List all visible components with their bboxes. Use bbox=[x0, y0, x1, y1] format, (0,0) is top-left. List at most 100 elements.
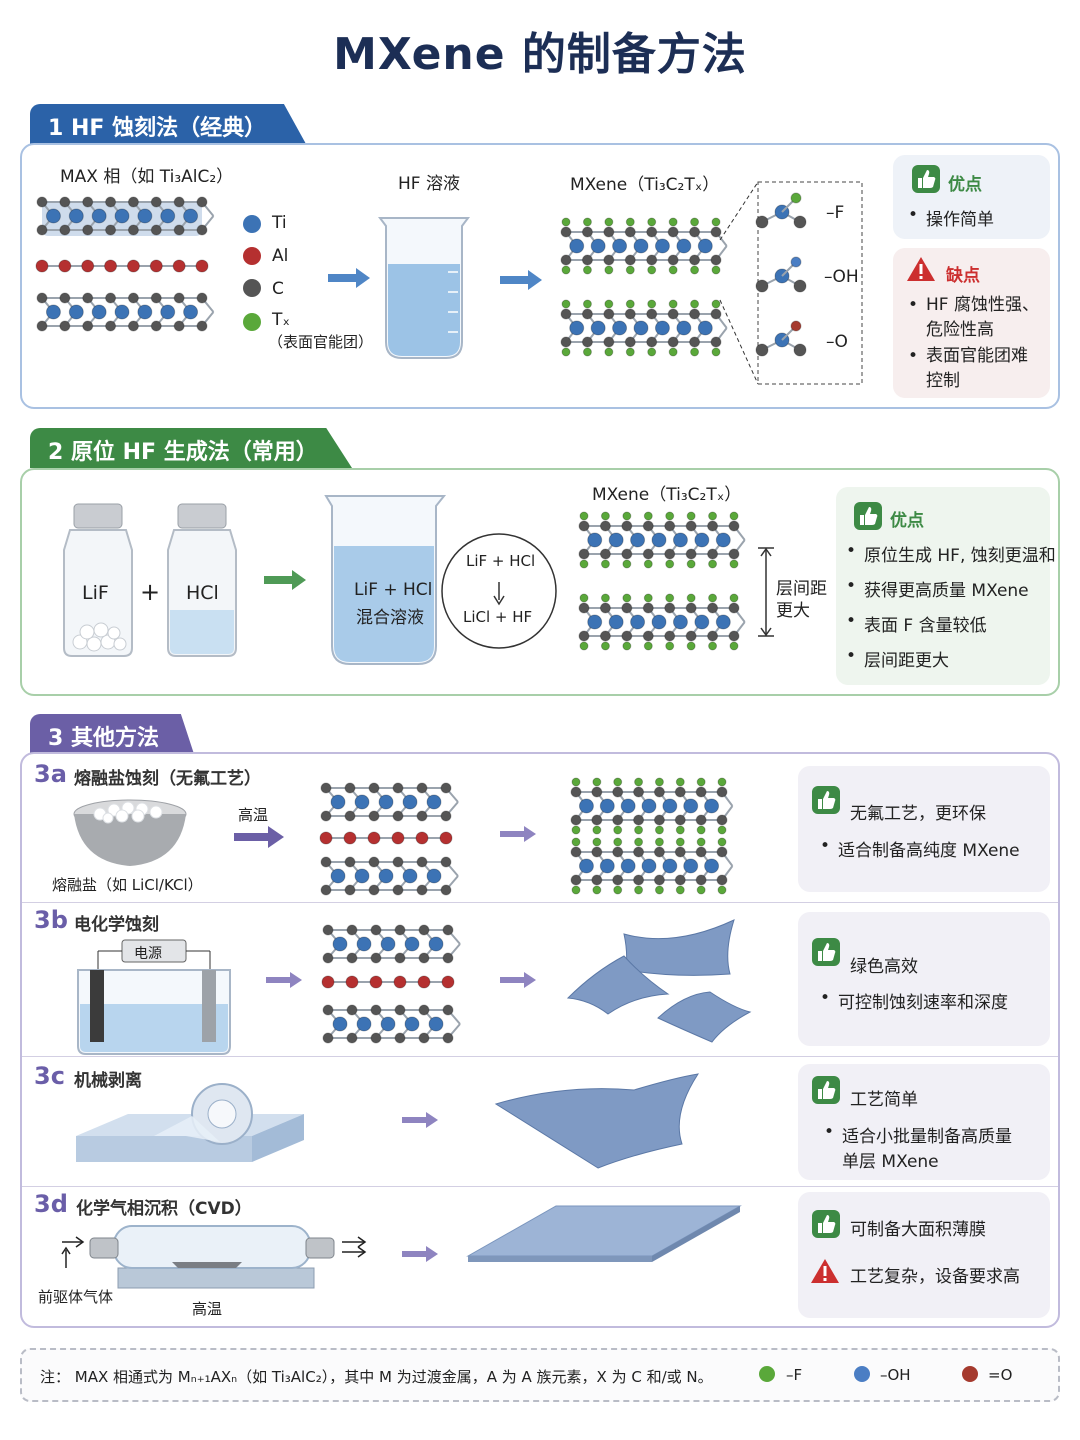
al-atom bbox=[172, 259, 186, 273]
tx-atom bbox=[561, 265, 571, 275]
ti-atom bbox=[356, 1016, 372, 1032]
c-atom bbox=[173, 320, 185, 332]
c-atom bbox=[707, 548, 719, 560]
c-atom bbox=[674, 786, 686, 798]
c-atom bbox=[320, 856, 332, 868]
ti-atom bbox=[697, 320, 713, 336]
footnote-legend-f: –F bbox=[786, 1366, 803, 1384]
surface-group-atom bbox=[790, 192, 802, 204]
ti-atom bbox=[91, 208, 107, 224]
c-atom bbox=[674, 874, 686, 886]
c-atom bbox=[442, 952, 454, 964]
c-atom bbox=[581, 226, 593, 238]
c-atom bbox=[664, 630, 676, 642]
c-atom bbox=[392, 856, 404, 868]
mix-label-1: LiF + HCl bbox=[354, 580, 433, 600]
tx-atom bbox=[668, 217, 678, 227]
c-atom bbox=[621, 630, 633, 642]
c-atom bbox=[440, 884, 452, 896]
tx-atom bbox=[634, 825, 644, 835]
3a-mxene-structure bbox=[570, 777, 734, 895]
c-atom bbox=[196, 320, 208, 332]
c-atom bbox=[689, 254, 701, 266]
al-atom bbox=[319, 831, 333, 845]
c-atom bbox=[621, 548, 633, 560]
3d-con-head: 工艺复杂，设备要求高 bbox=[850, 1267, 1020, 1287]
ti-atom bbox=[683, 798, 699, 814]
tx-atom bbox=[625, 299, 635, 309]
c-atom bbox=[653, 786, 665, 798]
c-atom bbox=[653, 874, 665, 886]
c-atom bbox=[728, 602, 740, 614]
al-atom bbox=[81, 259, 95, 273]
s2-pro-1: 原位生成 HF, 蚀刻更温和 bbox=[846, 541, 1056, 566]
surface-groups bbox=[755, 192, 807, 357]
arrow-right-icon bbox=[328, 268, 370, 288]
plus-sign: + bbox=[140, 578, 161, 606]
s1-pro-1: 操作简单 bbox=[908, 205, 994, 230]
c-atom bbox=[612, 846, 624, 858]
tx-atom bbox=[668, 347, 678, 357]
c-atom bbox=[793, 279, 807, 293]
c-atom bbox=[344, 810, 356, 822]
tx-atom bbox=[561, 299, 571, 309]
c-atom bbox=[599, 548, 611, 560]
al-atom bbox=[439, 831, 453, 845]
thumbs-up-icon bbox=[812, 1210, 840, 1238]
tx-atom bbox=[571, 885, 581, 895]
tx-atom bbox=[600, 559, 610, 569]
c-atom bbox=[150, 292, 162, 304]
c-atom bbox=[320, 884, 332, 896]
tx-atom bbox=[696, 837, 706, 847]
c-atom bbox=[394, 924, 406, 936]
ti-atom bbox=[662, 798, 678, 814]
ti-atom bbox=[160, 208, 176, 224]
c-atom bbox=[646, 308, 658, 320]
3a-heat-label: 高温 bbox=[238, 806, 269, 824]
3d-card bbox=[798, 1192, 1050, 1318]
ti-atom bbox=[641, 858, 657, 874]
c-atom bbox=[710, 308, 722, 320]
hcl-label: HCl bbox=[186, 582, 219, 604]
ti-atom bbox=[654, 320, 670, 336]
3c-pro-1-cont: 单层 MXene bbox=[842, 1152, 939, 1172]
tx-atom bbox=[711, 217, 721, 227]
surface-group-atom bbox=[790, 320, 802, 332]
ti-atom bbox=[672, 532, 688, 548]
c-atom bbox=[646, 226, 658, 238]
hcl-bottle-icon bbox=[167, 503, 237, 657]
s1-pros-title: 优点 bbox=[948, 175, 982, 195]
c-atom bbox=[642, 630, 654, 642]
power-label: 电源 bbox=[134, 946, 162, 962]
tx-atom bbox=[690, 347, 700, 357]
c-atom bbox=[196, 196, 208, 208]
c-atom bbox=[370, 924, 382, 936]
electrochemical-cell-icon bbox=[77, 939, 231, 1055]
c-atom bbox=[707, 630, 719, 642]
c-atom bbox=[633, 874, 645, 886]
c-atom bbox=[82, 292, 94, 304]
al-atom bbox=[58, 259, 72, 273]
al-atom bbox=[104, 259, 118, 273]
c-atom bbox=[633, 846, 645, 858]
c-atom bbox=[150, 224, 162, 236]
ti-atom bbox=[651, 532, 667, 548]
ti-atom bbox=[630, 532, 646, 548]
tx-atom bbox=[708, 559, 718, 569]
c-atom bbox=[440, 856, 452, 868]
c-atom bbox=[370, 952, 382, 964]
c-atom bbox=[599, 630, 611, 642]
al-atom bbox=[441, 975, 455, 989]
c-atom bbox=[105, 292, 117, 304]
al-atom bbox=[369, 975, 383, 989]
ti-atom bbox=[676, 320, 692, 336]
tx-atom bbox=[690, 265, 700, 275]
ti-atom bbox=[330, 868, 346, 884]
ti-atom bbox=[672, 614, 688, 630]
c-atom bbox=[368, 884, 380, 896]
mxene-label-1: MXene（Ti₃C₂Tₓ） bbox=[570, 175, 720, 195]
ti-atom bbox=[569, 320, 585, 336]
c-atom bbox=[599, 520, 611, 532]
o-group-icon bbox=[962, 1366, 978, 1382]
tx-atom bbox=[613, 837, 623, 847]
